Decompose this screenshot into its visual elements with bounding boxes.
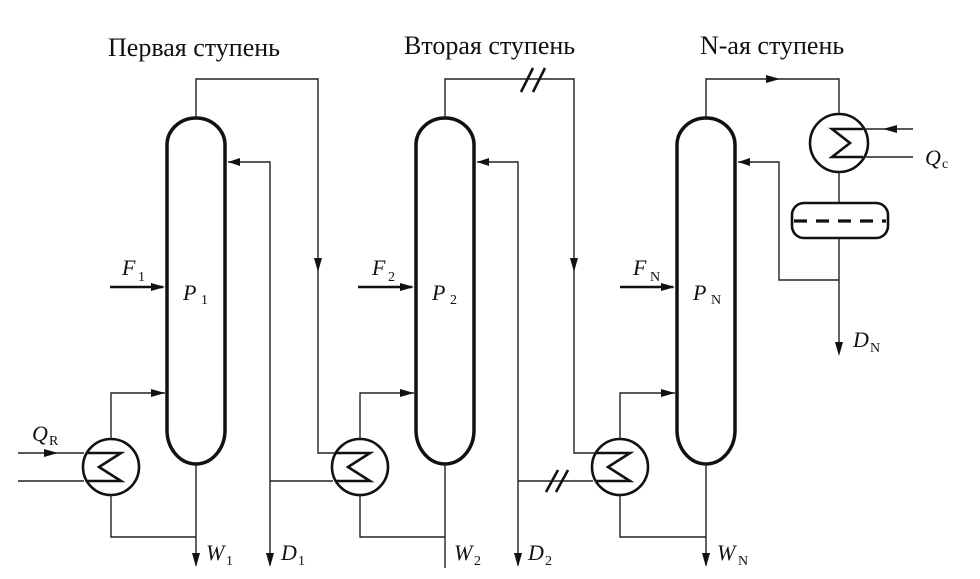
flow-arrow <box>314 258 322 272</box>
reboiler-vapor-line-2 <box>359 392 414 439</box>
bottoms-sub-1: 1 <box>226 554 233 569</box>
line-break-icon <box>544 469 560 493</box>
condenser <box>808 112 870 174</box>
flow-arrow <box>400 283 414 291</box>
flow-arrow <box>570 258 578 272</box>
reflux-line-n <box>738 161 839 281</box>
distillate-label-1: D <box>280 540 297 565</box>
reboiler-vapor-line-n <box>619 392 675 439</box>
reboiler-2 <box>330 437 390 497</box>
stage-2: F 2 P 2 W 2 D 2 <box>330 67 600 569</box>
reflux-drum <box>790 201 890 240</box>
stage-1-title: Первая ступень <box>108 33 280 62</box>
overhead-line-n <box>705 78 840 118</box>
flow-arrow <box>151 389 165 397</box>
flow-arrow <box>400 389 414 397</box>
overhead-line-1 <box>195 78 341 454</box>
bottoms-label-n: W <box>717 540 737 565</box>
flow-arrow <box>514 553 522 567</box>
flow-arrow <box>835 342 843 356</box>
flow-arrow <box>661 283 675 291</box>
stage-n-title: N-ая ступень <box>700 31 844 60</box>
flow-arrow <box>151 283 165 291</box>
column-2 <box>414 116 476 466</box>
line-break-icon <box>519 67 535 93</box>
bottoms-label-1: W <box>206 540 226 565</box>
reboiler-n <box>590 437 650 497</box>
distillate-label-2: D <box>527 540 544 565</box>
column-sub-1: 1 <box>201 293 208 308</box>
column-n <box>675 116 737 466</box>
column-label-2: P <box>431 280 445 305</box>
feed-sub-1: 1 <box>138 270 145 285</box>
flow-arrow <box>192 553 200 567</box>
cooling-sub-qc: c <box>942 157 948 172</box>
overhead-line-2 <box>444 78 600 454</box>
reflux-line-1 <box>228 161 271 565</box>
flow-arrow <box>228 158 240 166</box>
distillate-label-n: D <box>852 327 869 352</box>
heat-label-qr: Q <box>32 421 48 446</box>
stage-n: Q c D N F N P N W N <box>590 75 948 569</box>
column-label-1: P <box>182 280 196 305</box>
stage-2-title: Вторая ступень <box>404 31 575 60</box>
column-sub-n: N <box>711 293 721 308</box>
feed-label-n: F <box>632 255 647 280</box>
distillate-sub-n: N <box>870 341 880 356</box>
reboiler-liquid-line-n <box>619 495 706 538</box>
heat-exchanger-zigzag-icon <box>596 451 635 483</box>
heat-exchanger-zigzag-icon <box>87 451 126 483</box>
reboiler-liquid-line-2 <box>359 495 445 538</box>
feed-label-1: F <box>121 255 136 280</box>
bottoms-sub-n: N <box>738 554 748 569</box>
line-break-icon <box>554 469 570 493</box>
reboiler-liquid-line-1 <box>110 495 196 538</box>
flow-arrow <box>702 553 710 567</box>
flow-arrow <box>661 389 675 397</box>
reboiler-vapor-line-1 <box>110 392 165 439</box>
feed-sub-n: N <box>650 270 660 285</box>
bottoms-label-2: W <box>454 540 474 565</box>
column-1 <box>165 116 227 466</box>
reflux-line-2 <box>477 161 519 565</box>
line-break-icon <box>531 67 547 93</box>
column-label-n: P <box>692 280 706 305</box>
flow-arrow <box>738 158 750 166</box>
column-sub-2: 2 <box>450 293 457 308</box>
heat-exchanger-sigma-icon <box>828 127 863 159</box>
stage-1: F 1 P 1 Q R W 1 D 1 <box>18 78 341 569</box>
flow-arrow <box>883 125 897 133</box>
distillate-sub-1: 1 <box>298 554 305 569</box>
feed-label-2: F <box>371 255 386 280</box>
feed-sub-2: 2 <box>388 270 395 285</box>
cooling-label-qc: Q <box>925 145 941 170</box>
flow-arrow <box>44 449 58 457</box>
reboiler-1 <box>81 437 141 497</box>
distillate-sub-2: 2 <box>545 554 552 569</box>
flow-arrow <box>766 75 780 83</box>
heat-exchanger-zigzag-icon <box>336 451 375 483</box>
flow-arrow <box>477 158 489 166</box>
bottoms-sub-2: 2 <box>474 554 481 569</box>
heat-sub-qr: R <box>49 434 59 449</box>
flow-arrow <box>266 553 274 567</box>
